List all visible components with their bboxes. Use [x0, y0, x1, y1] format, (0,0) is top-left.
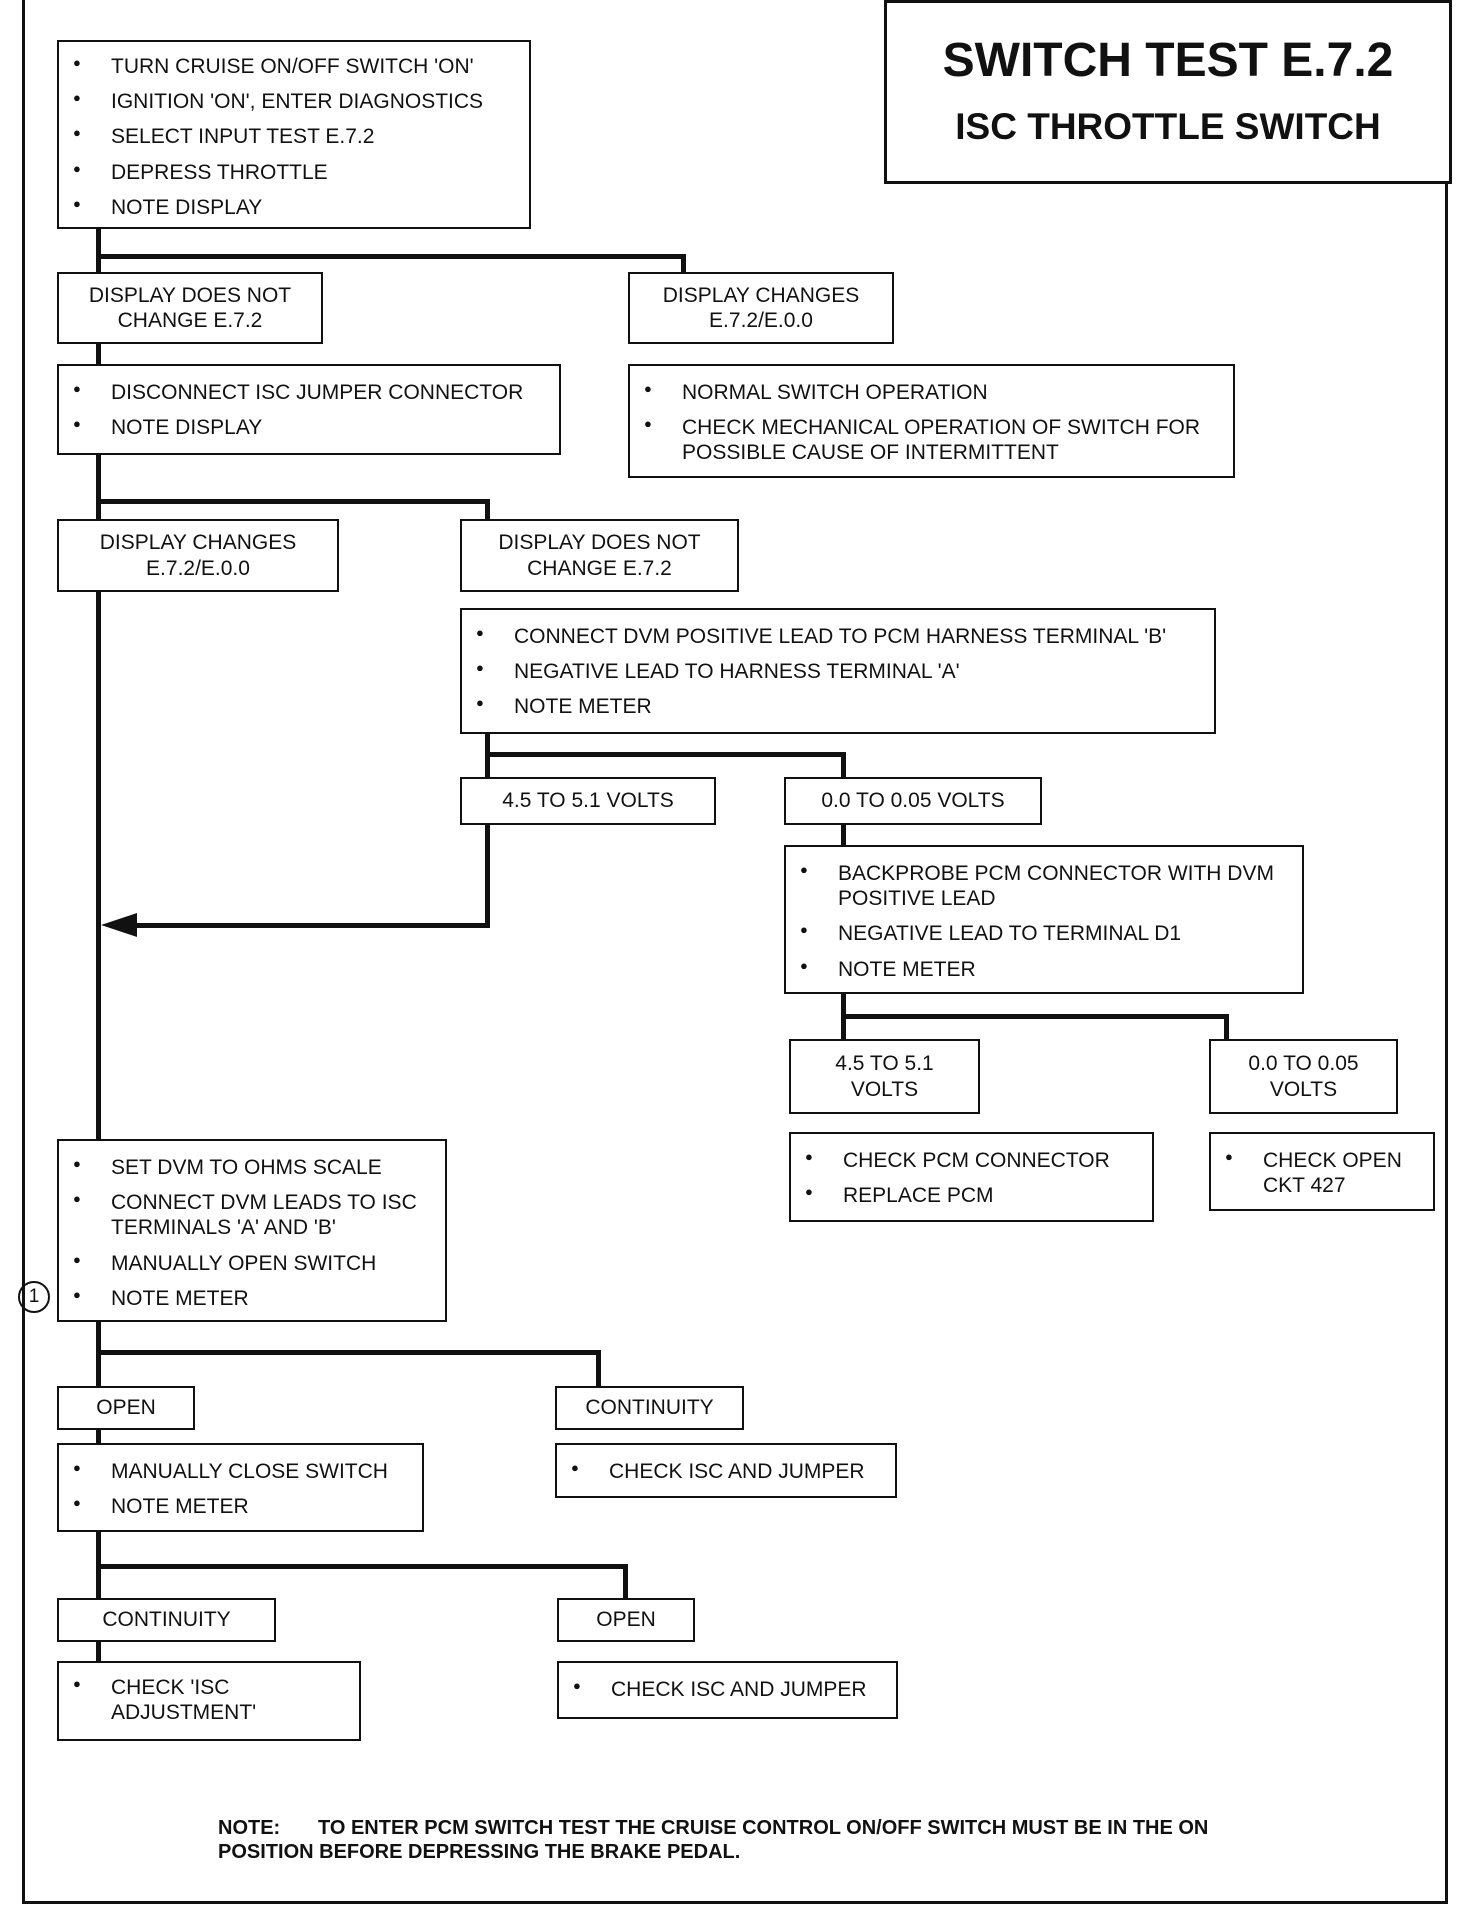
check-isc-list-2: CHECK ISC AND JUMPER: [559, 1677, 896, 1702]
volts-high-label: 4.5 TO 5.1 VOLTS: [460, 777, 716, 825]
volts-low-label: 0.0 TO 0.05 VOLTS: [784, 777, 1042, 825]
list-item: DISCONNECT ISC JUMPER CONNECTOR: [59, 380, 559, 405]
list-item: BACKPROBE PCM CONNECTOR WITH DVM POSITIV…: [786, 861, 1302, 911]
connector-line: [681, 254, 686, 272]
open-ckt-list: CHECK OPEN CKT 427: [1211, 1148, 1409, 1198]
connector-line: [596, 1350, 601, 1386]
page-frame: [22, 0, 1448, 1904]
list-item: NORMAL SWITCH OPERATION: [630, 380, 1233, 405]
close-switch-box: MANUALLY CLOSE SWITCH NOTE METER: [57, 1443, 424, 1532]
open-label: OPEN: [57, 1386, 195, 1430]
dvm-harness-list: CONNECT DVM POSITIVE LEAD TO PCM HARNESS…: [462, 624, 1214, 720]
note-text: TO ENTER PCM SWITCH TEST THE CRUISE CONT…: [218, 1817, 1209, 1863]
arrow-head: [101, 913, 137, 937]
open-label-2: OPEN: [557, 1598, 695, 1642]
title-block: SWITCH TEST E.7.2 ISC THROTTLE SWITCH: [884, 0, 1452, 184]
check-isc-box-2: CHECK ISC AND JUMPER: [557, 1661, 898, 1719]
normal-operation-list: NORMAL SWITCH OPERATION CHECK MECHANICAL…: [630, 380, 1233, 466]
list-item: NOTE METER: [59, 1494, 422, 1519]
step-marker: 1: [18, 1281, 50, 1313]
list-item: CHECK ISC AND JUMPER: [557, 1459, 895, 1484]
list-item: NOTE METER: [462, 694, 1214, 719]
connector-line: [96, 1350, 601, 1355]
isc-adjustment-box: CHECK 'ISC ADJUSTMENT': [57, 1661, 361, 1741]
list-item: NOTE DISPLAY: [59, 415, 559, 440]
connector-line: [485, 752, 846, 757]
list-item: SET DVM TO OHMS SCALE: [59, 1155, 445, 1180]
replace-pcm-list: CHECK PCM CONNECTOR REPLACE PCM: [791, 1148, 1152, 1208]
display-not-change-label-2: DISPLAY DOES NOT CHANGE E.7.2: [460, 519, 739, 592]
connector-line: [122, 923, 490, 928]
connector-line: [96, 499, 490, 504]
disconnect-jumper-list: DISCONNECT ISC JUMPER CONNECTOR NOTE DIS…: [59, 380, 559, 440]
connector-line: [485, 499, 490, 521]
continuity-label: CONTINUITY: [555, 1386, 744, 1430]
connector-line: [96, 254, 686, 259]
connector-line: [1224, 1014, 1229, 1039]
ohms-test-box: SET DVM TO OHMS SCALE CONNECT DVM LEADS …: [57, 1139, 447, 1322]
list-item: NOTE METER: [786, 957, 1302, 982]
check-isc-list: CHECK ISC AND JUMPER: [557, 1459, 895, 1484]
backprobe-list: BACKPROBE PCM CONNECTOR WITH DVM POSITIV…: [786, 861, 1302, 982]
display-changes-label: DISPLAY CHANGES E.7.2/E.0.0: [628, 272, 894, 344]
continuity-label-2: CONTINUITY: [57, 1598, 276, 1642]
diagram-subtitle: ISC THROTTLE SWITCH: [955, 106, 1381, 147]
list-item: SELECT INPUT TEST E.7.2: [59, 124, 529, 149]
close-switch-list: MANUALLY CLOSE SWITCH NOTE METER: [59, 1459, 422, 1519]
start-steps-list: TURN CRUISE ON/OFF SWITCH 'ON' IGNITION …: [59, 54, 529, 220]
open-ckt-box: CHECK OPEN CKT 427: [1209, 1132, 1435, 1211]
disconnect-jumper-box: DISCONNECT ISC JUMPER CONNECTOR NOTE DIS…: [57, 364, 561, 455]
connector-line: [96, 226, 101, 1286]
list-item: NEGATIVE LEAD TO TERMINAL D1: [786, 921, 1302, 946]
list-item: NOTE DISPLAY: [59, 195, 529, 220]
connector-line: [485, 814, 490, 928]
normal-operation-box: NORMAL SWITCH OPERATION CHECK MECHANICAL…: [628, 364, 1235, 478]
connector-line: [96, 1564, 628, 1569]
list-item: NEGATIVE LEAD TO HARNESS TERMINAL 'A': [462, 659, 1214, 684]
list-item: CHECK ISC AND JUMPER: [559, 1677, 896, 1702]
list-item: CHECK MECHANICAL OPERATION OF SWITCH FOR…: [630, 415, 1233, 465]
volts-high-label-2: 4.5 TO 5.1 VOLTS: [789, 1039, 980, 1114]
display-not-change-label: DISPLAY DOES NOT CHANGE E.7.2: [57, 272, 323, 344]
connector-line: [841, 820, 846, 845]
list-item: IGNITION 'ON', ENTER DIAGNOSTICS: [59, 89, 529, 114]
dvm-harness-box: CONNECT DVM POSITIVE LEAD TO PCM HARNESS…: [460, 608, 1216, 734]
list-item: TURN CRUISE ON/OFF SWITCH 'ON': [59, 54, 529, 79]
backprobe-box: BACKPROBE PCM CONNECTOR WITH DVM POSITIV…: [784, 845, 1304, 994]
connector-line: [623, 1564, 628, 1598]
connector-line: [841, 1014, 1229, 1019]
display-changes-label-2: DISPLAY CHANGES E.7.2/E.0.0: [57, 519, 339, 592]
ohms-test-list: SET DVM TO OHMS SCALE CONNECT DVM LEADS …: [59, 1155, 445, 1311]
footer-note: NOTE:TO ENTER PCM SWITCH TEST THE CRUISE…: [218, 1816, 1268, 1864]
list-item: NOTE METER: [59, 1286, 445, 1311]
list-item: CONNECT DVM LEADS TO ISC TERMINALS 'A' A…: [59, 1190, 445, 1240]
check-isc-box: CHECK ISC AND JUMPER: [555, 1443, 897, 1498]
volts-low-label-2: 0.0 TO 0.05 VOLTS: [1209, 1039, 1398, 1114]
list-item: DEPRESS THROTTLE: [59, 160, 529, 185]
diagram-title: SWITCH TEST E.7.2: [942, 34, 1394, 87]
isc-adjustment-list: CHECK 'ISC ADJUSTMENT': [59, 1675, 339, 1725]
list-item: CHECK OPEN CKT 427: [1211, 1148, 1409, 1198]
list-item: CHECK PCM CONNECTOR: [791, 1148, 1152, 1173]
start-steps-box: TURN CRUISE ON/OFF SWITCH 'ON' IGNITION …: [57, 40, 531, 229]
replace-pcm-box: CHECK PCM CONNECTOR REPLACE PCM: [789, 1132, 1154, 1222]
note-label: NOTE:: [218, 1817, 281, 1839]
list-item: REPLACE PCM: [791, 1183, 1152, 1208]
list-item: MANUALLY CLOSE SWITCH: [59, 1459, 422, 1484]
list-item: CHECK 'ISC ADJUSTMENT': [59, 1675, 339, 1725]
list-item: MANUALLY OPEN SWITCH: [59, 1251, 445, 1276]
connector-line: [841, 752, 846, 777]
list-item: CONNECT DVM POSITIVE LEAD TO PCM HARNESS…: [462, 624, 1214, 649]
